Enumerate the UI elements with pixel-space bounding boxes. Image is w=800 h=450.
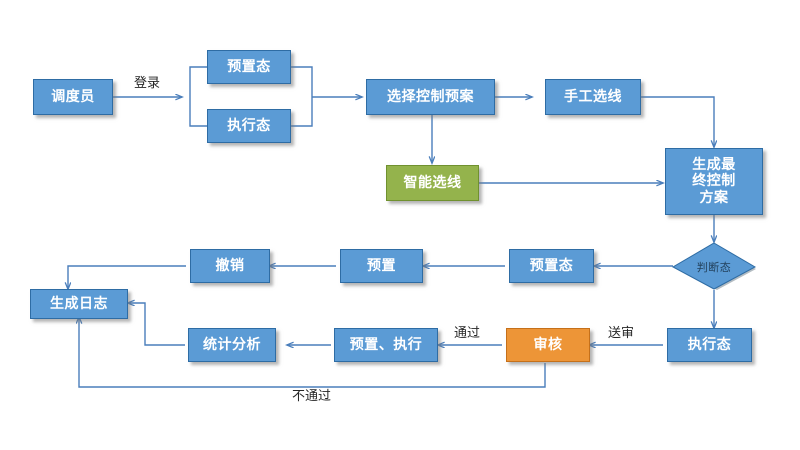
edge-cancel-to-genlog: [68, 265, 186, 289]
edge-bracket-to-preset-state: [189, 66, 207, 97]
edge-preset-state-join: [291, 66, 313, 97]
node-final-plan-line3: 方案: [699, 189, 729, 206]
node-manual-line[interactable]: 手工选线: [545, 79, 641, 115]
node-dispatcher[interactable]: 调度员: [33, 79, 113, 115]
edge-label-submit-review: 送审: [608, 326, 635, 341]
node-judge-state[interactable]: 判断态: [671, 242, 757, 291]
edge-manual-to-final: [641, 96, 714, 147]
node-review[interactable]: 审核: [506, 328, 590, 362]
node-final-plan-line2: 终控制: [692, 173, 736, 190]
node-smart-line[interactable]: 智能选线: [386, 165, 479, 201]
node-exec-state-bottom[interactable]: 执行态: [667, 328, 752, 362]
edge-label-not-pass: 不通过: [292, 389, 332, 404]
node-preset[interactable]: 预置: [340, 249, 423, 283]
node-preset-state-mid[interactable]: 预置态: [509, 249, 594, 283]
diamond-shape: [671, 242, 757, 290]
node-cancel[interactable]: 撤销: [190, 249, 270, 283]
node-preset-exec[interactable]: 预置、执行: [334, 328, 438, 362]
node-final-plan[interactable]: 生成最 终控制 方案: [665, 148, 763, 215]
edge-label-login: 登录: [134, 76, 161, 91]
node-stat-analysis[interactable]: 统计分析: [188, 328, 276, 362]
node-select-plan[interactable]: 选择控制预案: [366, 79, 495, 115]
edge-label-pass: 通过: [454, 326, 481, 341]
node-final-plan-line1: 生成最: [692, 157, 736, 174]
node-judge-state-label: 判断态: [696, 260, 732, 274]
node-exec-state-top[interactable]: 执行态: [207, 109, 291, 143]
node-preset-state-top[interactable]: 预置态: [207, 50, 291, 84]
edge-exec-state-join: [291, 97, 313, 127]
edge-bracket-to-exec-state: [189, 97, 207, 127]
node-gen-log[interactable]: 生成日志: [30, 289, 128, 319]
edge-stat-to-genlog: [128, 303, 185, 346]
